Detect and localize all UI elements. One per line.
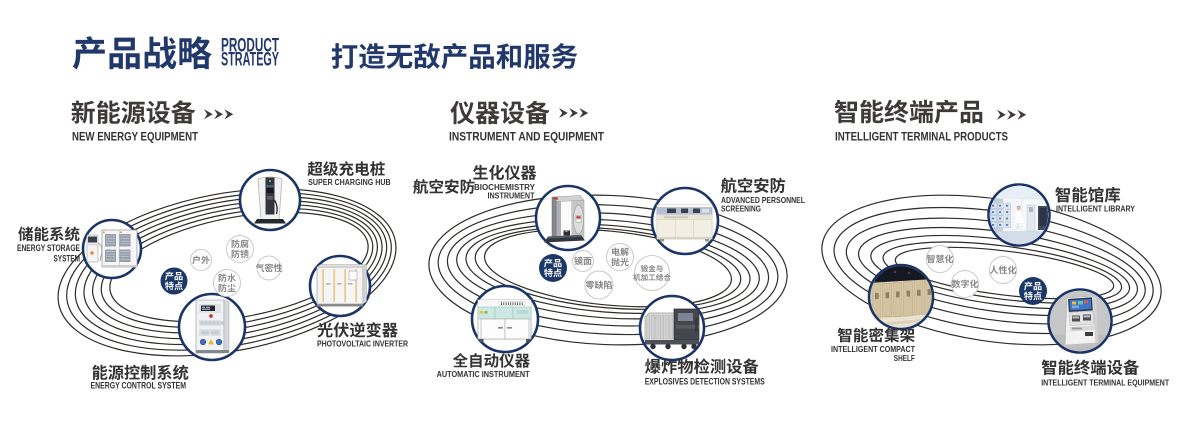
svg-text:NEW ENERGY EQUIPMENT: NEW ENERGY EQUIPMENT <box>72 132 198 144</box>
svg-text:SHELF: SHELF <box>894 353 915 363</box>
svg-text:ENERGY CONTROL SYSTEM: ENERGY CONTROL SYSTEM <box>91 381 187 392</box>
svg-text:EXPLOSIVES DETECTION SYSTEMS: EXPLOSIVES DETECTION SYSTEMS <box>645 377 765 387</box>
svg-text:SYSTEM: SYSTEM <box>54 254 81 265</box>
svg-text:INTELLIGENT TERMINAL PRODUCTS: INTELLIGENT TERMINAL PRODUCTS <box>835 132 1008 144</box>
svg-text:SCREENING: SCREENING <box>721 204 761 214</box>
svg-text:STRATEGY: STRATEGY <box>221 49 279 70</box>
svg-text:AUTOMATIC INSTRUMENT: AUTOMATIC INSTRUMENT <box>437 369 531 379</box>
svg-text:PHOTOVOLTAIC INVERTER: PHOTOVOLTAIC INVERTER <box>317 339 408 349</box>
svg-text:ENERGY STORAGE: ENERGY STORAGE <box>17 243 80 254</box>
svg-text:INSTRUMENT: INSTRUMENT <box>488 191 535 200</box>
svg-text:PRODUCT: PRODUCT <box>221 35 279 56</box>
svg-text:INTELLIGENT LIBRARY: INTELLIGENT LIBRARY <box>1056 204 1135 214</box>
svg-text:BIOCHEMISTRY: BIOCHEMISTRY <box>474 183 536 192</box>
svg-text:INTELLIGENT COMPACT: INTELLIGENT COMPACT <box>831 344 916 354</box>
svg-text:SUPER CHARGING HUB: SUPER CHARGING HUB <box>308 178 391 187</box>
svg-text:INTELLIGENT TERMINAL EQUIPMENT: INTELLIGENT TERMINAL EQUIPMENT <box>1041 377 1170 387</box>
svg-text:INSTRUMENT AND EQUIPMENT: INSTRUMENT AND EQUIPMENT <box>449 132 604 144</box>
svg-text:ADVANCED PERSONNEL: ADVANCED PERSONNEL <box>721 195 805 205</box>
